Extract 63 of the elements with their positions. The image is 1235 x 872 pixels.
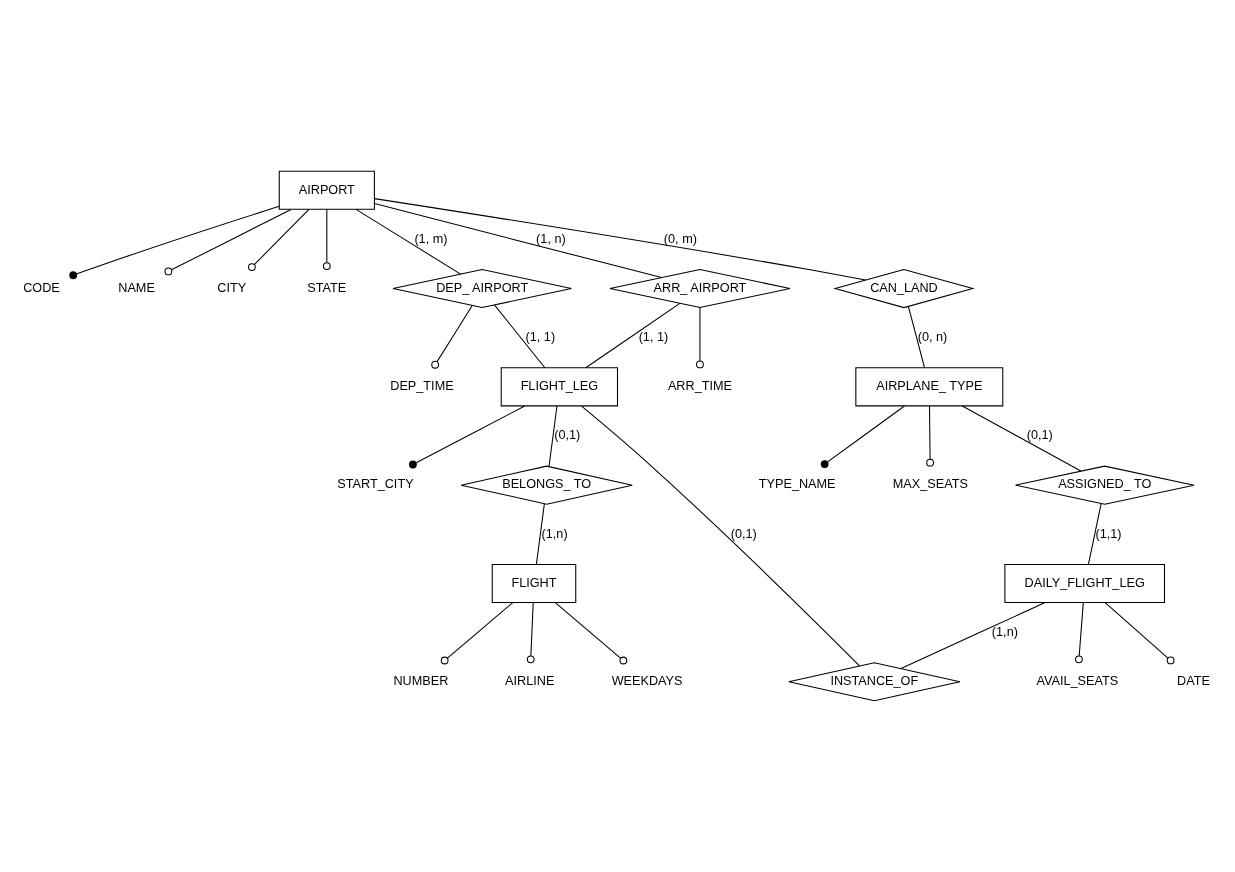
connector [926, 405, 935, 467]
connector [373, 198, 867, 281]
edge-label: (1,n) [991, 624, 1018, 639]
node-text: NUMBER [393, 674, 449, 689]
node-text: START_CITY [337, 477, 414, 492]
node-box: AIRPLANE_ TYPE [855, 367, 1004, 407]
connector [820, 405, 905, 468]
connector [526, 602, 535, 664]
edge-label: (0,1) [1026, 428, 1053, 443]
node-box: FLIGHT [491, 563, 577, 603]
edge-label: (0, m) [663, 231, 697, 246]
node-text: AIRLINE [505, 674, 555, 689]
connector [1075, 602, 1084, 664]
connector [1104, 602, 1175, 665]
connector [69, 205, 280, 280]
edge-label: (1, m) [414, 231, 448, 246]
node-text: DEP_TIME [390, 379, 454, 394]
node-diamond: INSTANCE_OF [788, 662, 961, 702]
edge-label: (1, n) [536, 231, 566, 246]
node-text: DATE [1177, 674, 1210, 689]
edge-label: (1, 1) [525, 329, 556, 344]
node-text: CODE [23, 280, 60, 295]
connector [440, 602, 514, 665]
node-diamond: BELONGS_ TO [460, 465, 633, 505]
connector [581, 405, 861, 667]
node-box: AIRPORT [278, 170, 375, 210]
connector [431, 304, 473, 369]
connector [900, 602, 1046, 669]
node-text: AVAIL_SEATS [1036, 674, 1119, 689]
node-text: MAX_SEATS [892, 477, 968, 492]
connector [355, 208, 462, 275]
connector [535, 503, 545, 565]
node-text: WEEKDAYS [611, 674, 683, 689]
edge-label: (1,1) [1095, 526, 1122, 541]
node-diamond: ARR_ AIRPORT [609, 269, 791, 309]
connector [164, 208, 292, 276]
connector [494, 304, 546, 369]
edge-label: (0,1) [554, 428, 581, 443]
node-diamond: DEP_ AIRPORT [392, 269, 572, 309]
connector [248, 208, 310, 271]
node-diamond: ASSIGNED_ TO [1015, 465, 1195, 505]
connector [585, 302, 681, 369]
node-text: STATE [307, 280, 347, 295]
connector [548, 405, 558, 467]
node-box: DAILY_FLIGHT_LEG [1004, 563, 1165, 603]
connector [554, 602, 628, 665]
node-text: NAME [118, 280, 155, 295]
connector [907, 305, 926, 369]
edge-label: (0,1) [730, 526, 757, 541]
node-box: FLIGHT_LEG [500, 367, 619, 407]
connector [373, 203, 663, 279]
connector [696, 307, 704, 369]
node-text: CITY [217, 280, 247, 295]
edge-label: (0, n) [917, 329, 948, 344]
node-text: TYPE_NAME [758, 477, 836, 492]
node-diamond: CAN_LAND [833, 269, 975, 309]
connector [409, 405, 526, 469]
connector [961, 405, 1082, 472]
node-text: ARR_TIME [667, 379, 732, 394]
connector [322, 208, 331, 270]
connector [1087, 503, 1102, 565]
edge-label: (1, 1) [638, 329, 669, 344]
edge-label: (1,n) [541, 526, 568, 541]
